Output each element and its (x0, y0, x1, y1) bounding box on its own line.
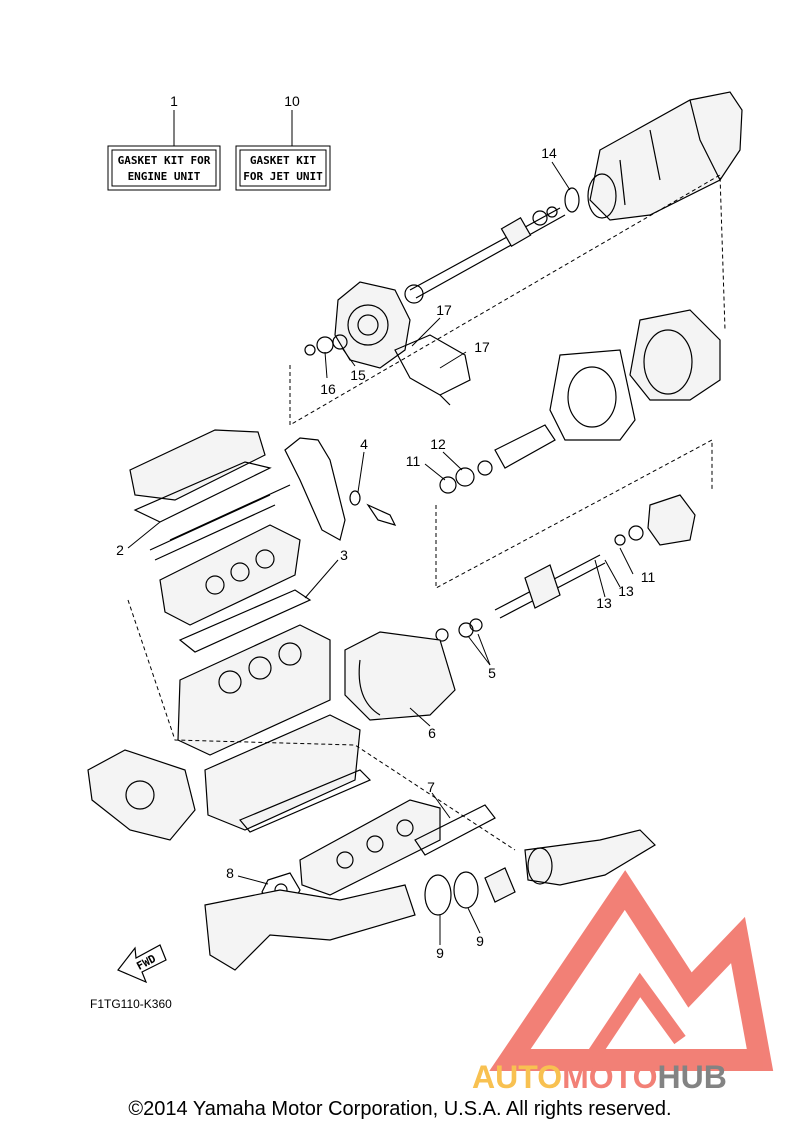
intake-housing (334, 281, 411, 369)
cover-gasket-2 (133, 461, 272, 523)
callout-14: 14 (541, 145, 557, 161)
callout-12: 12 (430, 436, 446, 452)
exhaust-gasket-7 (414, 804, 496, 856)
gasket-engine-line1: GASKET KIT FOR (118, 154, 211, 167)
camshafts (149, 484, 291, 561)
middle-shaft (439, 424, 556, 494)
output-shaft (435, 554, 606, 642)
svg-text:AUTOMOTOHUB: AUTOMOTOHUB (472, 1059, 727, 1095)
left-housing (87, 749, 196, 841)
exploded-parts-diagram: GASKET KIT FOR ENGINE UNIT GASKET KIT FO… (87, 91, 774, 1095)
duct-gasket (549, 349, 636, 441)
cylinder-head (159, 524, 301, 626)
gasket-kit-engine-box: GASKET KIT FOR ENGINE UNIT (107, 145, 221, 191)
callout-8: 8 (226, 865, 234, 881)
callout-17b: 17 (474, 339, 490, 355)
logo-text-moto: MOTO (562, 1059, 657, 1095)
crankcase-cover-6 (344, 631, 456, 721)
gaskets-9 (424, 867, 516, 916)
callout-16: 16 (320, 381, 336, 397)
callout-11a: 11 (406, 453, 421, 469)
logo-text-hub: HUB (657, 1059, 726, 1095)
drive-shaft-upper (404, 206, 566, 304)
callout-3: 3 (340, 547, 348, 563)
exhaust-pipe (204, 884, 416, 971)
head-gasket-3 (178, 589, 312, 653)
callout-10: 10 (284, 93, 300, 109)
callout-15: 15 (350, 367, 366, 383)
callout-17a: 17 (436, 302, 452, 318)
bearing-housing-right (614, 494, 696, 546)
gasket-jet-line1: GASKET KIT (250, 154, 317, 167)
callout-1: 1 (170, 93, 178, 109)
jet-unit-frame (289, 174, 726, 426)
impeller-housing (629, 309, 721, 401)
timing-chain (284, 437, 346, 541)
shaft-unit-frame (435, 439, 713, 589)
exhaust-hose (524, 829, 656, 886)
exhaust-manifold (299, 799, 441, 896)
callout-13b: 13 (618, 583, 634, 599)
o-ring-14 (564, 187, 580, 213)
logo-mark (489, 870, 774, 1071)
callout-13a: 13 (596, 595, 612, 611)
inspection-cover-17 (394, 334, 471, 406)
leader-lines (127, 110, 634, 945)
crankcase (204, 714, 361, 831)
gasket-engine-line2: ENGINE UNIT (128, 170, 201, 183)
callout-6: 6 (428, 725, 436, 741)
figure-code: F1TG110-K360 (90, 997, 172, 1011)
seal-ring-15 (332, 334, 348, 350)
callout-7: 7 (427, 779, 435, 795)
seal-ring-16 (304, 336, 334, 356)
oil-pan-gasket (239, 769, 372, 833)
fwd-arrow: FWD (117, 944, 167, 984)
callout-5: 5 (488, 665, 496, 681)
gasket-jet-line2: FOR JET UNIT (243, 170, 323, 183)
callout-2: 2 (116, 542, 124, 558)
callouts: 1 10 14 17 17 16 15 4 12 11 2 3 11 13 13… (116, 93, 655, 961)
gasket-kit-jet-box: GASKET KIT FOR JET UNIT (235, 145, 331, 191)
valve-cover (129, 429, 266, 501)
logo-text-auto: AUTO (472, 1059, 562, 1095)
jet-pump-housing (587, 91, 743, 221)
fwd-label: FWD (134, 952, 158, 973)
copyright-notice: ©2014 Yamaha Motor Corporation, U.S.A. A… (128, 1098, 672, 1120)
callout-9a: 9 (436, 945, 444, 961)
automotohub-logo: AUTOMOTOHUB (472, 870, 774, 1095)
callout-4: 4 (360, 436, 368, 452)
callout-11b: 11 (641, 569, 656, 585)
chain-tensioner-4 (349, 490, 397, 526)
callout-9b: 9 (476, 933, 484, 949)
